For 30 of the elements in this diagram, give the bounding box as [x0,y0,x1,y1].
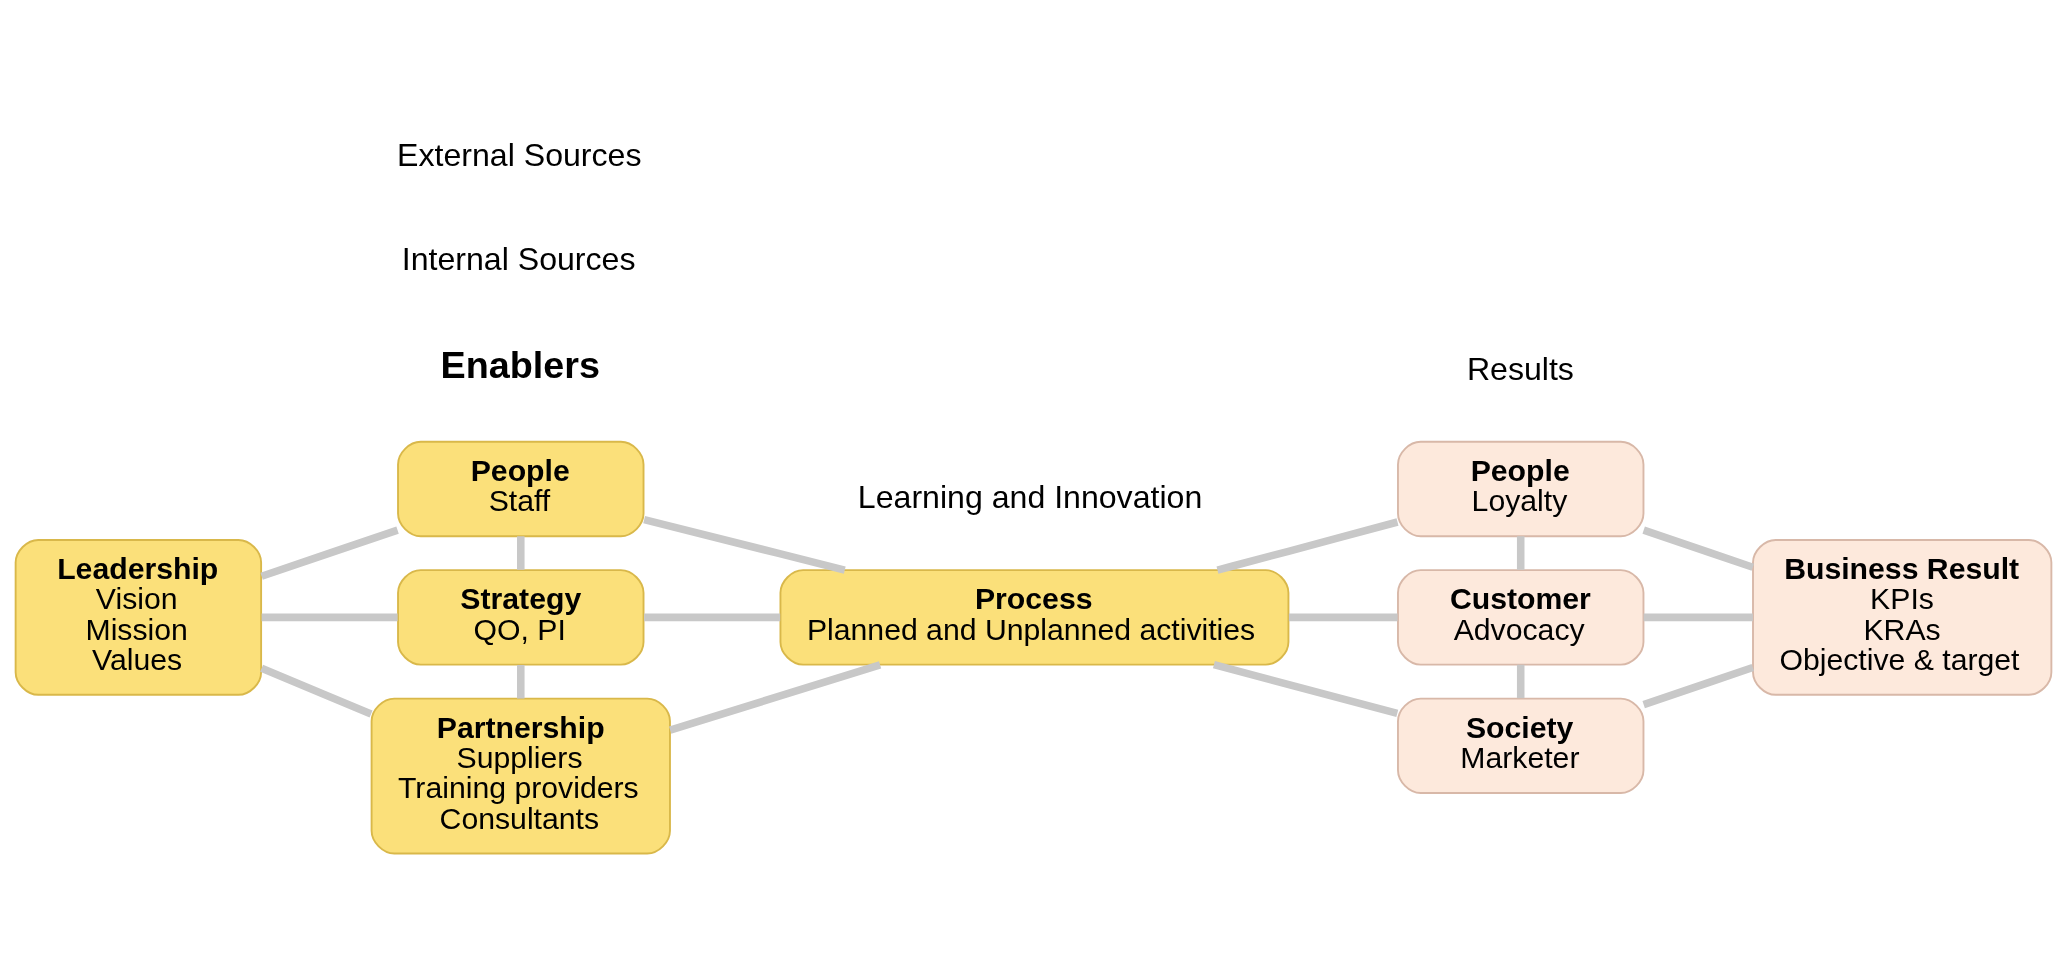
label: Results [1466,350,1574,387]
node-box: Partnership Suppliers Training providers Consultants [370,697,671,854]
node-box: People Staff [397,440,645,537]
connector [1642,526,1755,571]
connector [1516,664,1525,698]
connector [517,664,525,699]
connector [261,613,398,621]
node-box: Customer Advocacy [1397,568,1645,666]
node-box: Process Planned and Unplanned activities [779,568,1290,666]
connector [517,535,525,570]
label: Enablers [440,343,600,386]
node-box: Business Result KPIs KRAs Objective & target [1752,538,2053,696]
connector [1216,517,1399,574]
connector [260,664,373,718]
node-box: Society Marketer [1397,697,1645,794]
connector [260,526,399,580]
label: External Sources [397,136,642,173]
node-box: Leadership Vision Mission Values [14,538,263,696]
node-box: Strategy QO, PI [397,568,645,666]
connector [1642,663,1755,708]
connector [1212,660,1399,717]
node-box: People Loyalty [1397,440,1645,537]
connector [644,613,781,621]
connector [1516,535,1525,570]
connector [1288,613,1398,621]
connector [1643,613,1753,621]
label: Internal Sources [401,240,636,277]
connector [643,515,846,574]
connector [669,660,882,734]
label: Learning and Innovation [857,478,1203,515]
